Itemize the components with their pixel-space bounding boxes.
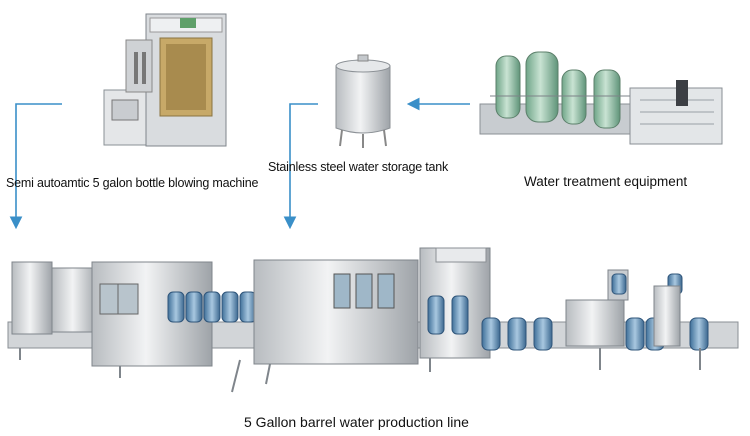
blowing-machine-label: Semi autoamtic 5 galon bottle blowing ma… (6, 176, 259, 190)
arrow-tank-to-line (283, 103, 318, 230)
production-line-label: 5 Gallon barrel water production line (244, 414, 469, 430)
production-line-image (7, 247, 739, 393)
water-treatment-image (479, 51, 723, 145)
blowing-machine-image (103, 13, 227, 147)
arrow-blowing-to-line (9, 103, 62, 230)
water-treatment-label: Water treatment equipment (524, 174, 688, 189)
flow-arrows (9, 97, 470, 230)
storage-tank-image (335, 54, 391, 148)
storage-tank-label: Stainless steel water storage tank (268, 160, 449, 174)
